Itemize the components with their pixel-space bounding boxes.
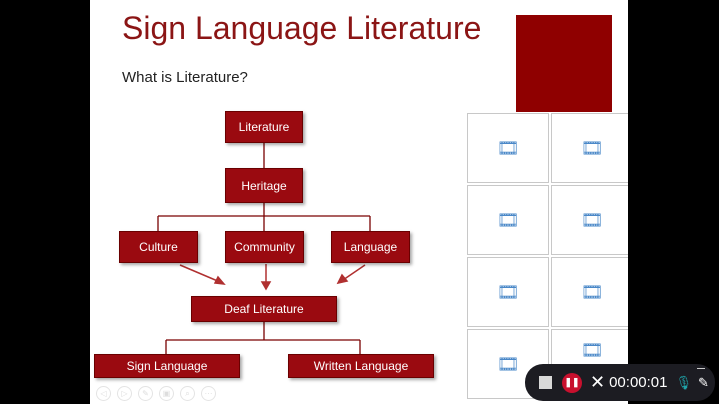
screen-recorder-toolbar: ❚❚ ✕ 00:00:01 🎙 ✎ — [525, 364, 715, 401]
node-community: Community — [225, 231, 304, 263]
diagram-connectors — [157, 143, 371, 354]
slide-title: Sign Language Literature — [122, 10, 482, 46]
node-written-language: Written Language — [288, 354, 434, 378]
slides-icon[interactable]: ▣ — [159, 386, 174, 401]
zoom-icon[interactable]: ⌕ — [180, 386, 195, 401]
video-tile[interactable]: 🎞 — [467, 113, 549, 183]
film-icon: 🎞 — [496, 137, 520, 158]
slide-subtitle: What is Literature? — [122, 69, 248, 86]
film-icon: 🎞 — [580, 281, 604, 302]
node-heritage: Heritage — [225, 168, 303, 203]
node-sign-language: Sign Language — [94, 354, 240, 378]
next-slide-button[interactable]: ▷ — [117, 386, 132, 401]
more-options-icon[interactable]: ··· — [201, 386, 216, 401]
film-icon: 🎞 — [496, 353, 520, 374]
node-literature: Literature — [225, 111, 303, 143]
film-icon: 🎞 — [496, 209, 520, 230]
stop-button[interactable] — [539, 376, 552, 389]
pen-icon[interactable]: ✎ — [698, 374, 709, 390]
video-tile[interactable]: 🎞 — [551, 113, 633, 183]
minimize-button[interactable] — [697, 368, 705, 369]
video-tile[interactable]: 🎞 — [467, 185, 549, 255]
cancel-button[interactable]: ✕ — [590, 372, 606, 392]
film-icon: 🎞 — [580, 137, 604, 158]
video-tile[interactable]: 🎞 — [551, 185, 633, 255]
microphone-icon[interactable]: 🎙 — [675, 374, 692, 390]
previous-slide-button[interactable]: ◁ — [96, 386, 111, 401]
red-square-decoration — [516, 15, 612, 112]
pen-icon[interactable]: ✎ — [138, 386, 153, 401]
node-deaf-literature: Deaf Literature — [191, 296, 337, 322]
recording-timer: 00:00:01 — [609, 374, 668, 391]
right-black-margin — [628, 0, 719, 404]
film-icon: 🎞 — [580, 209, 604, 230]
node-culture: Culture — [119, 231, 198, 263]
video-tile[interactable]: 🎞 — [467, 257, 549, 327]
film-icon: 🎞 — [496, 281, 520, 302]
film-icon: 🎞 — [580, 340, 604, 360]
video-tile[interactable]: 🎞 — [551, 257, 633, 327]
node-language: Language — [331, 231, 410, 263]
pause-button[interactable]: ❚❚ — [562, 372, 582, 393]
